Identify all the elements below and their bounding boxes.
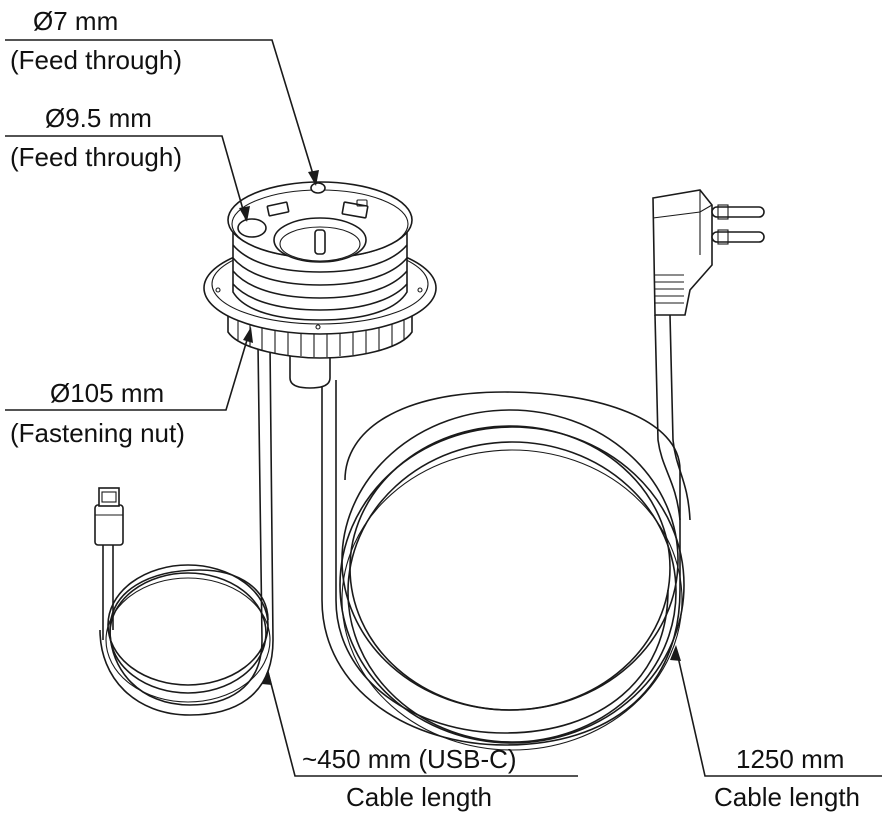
usb-cable-dimension: ~450 mm (USB-C) (302, 744, 517, 774)
power-cable-coil (321, 314, 691, 751)
nut-dimension: Ø105 mm (50, 378, 165, 408)
feed-through-9-5-dimension: Ø9.5 mm (45, 103, 152, 133)
power-cable-dimension: 1250 mm (736, 744, 845, 774)
power-cable-caption: Cable length (714, 782, 860, 812)
power-plug (652, 189, 765, 316)
usb-cable-caption: Cable length (346, 782, 492, 812)
feed-through-7-caption: (Feed through) (10, 45, 182, 75)
feed-through-7-dimension: Ø7 mm (33, 6, 119, 36)
feed-through-9-5-caption: (Feed through) (10, 142, 182, 172)
usb-c-connector (94, 487, 124, 546)
leader-lines (5, 39, 882, 777)
nut-caption: (Fastening nut) (10, 418, 185, 448)
desk-socket-unit (203, 181, 437, 389)
